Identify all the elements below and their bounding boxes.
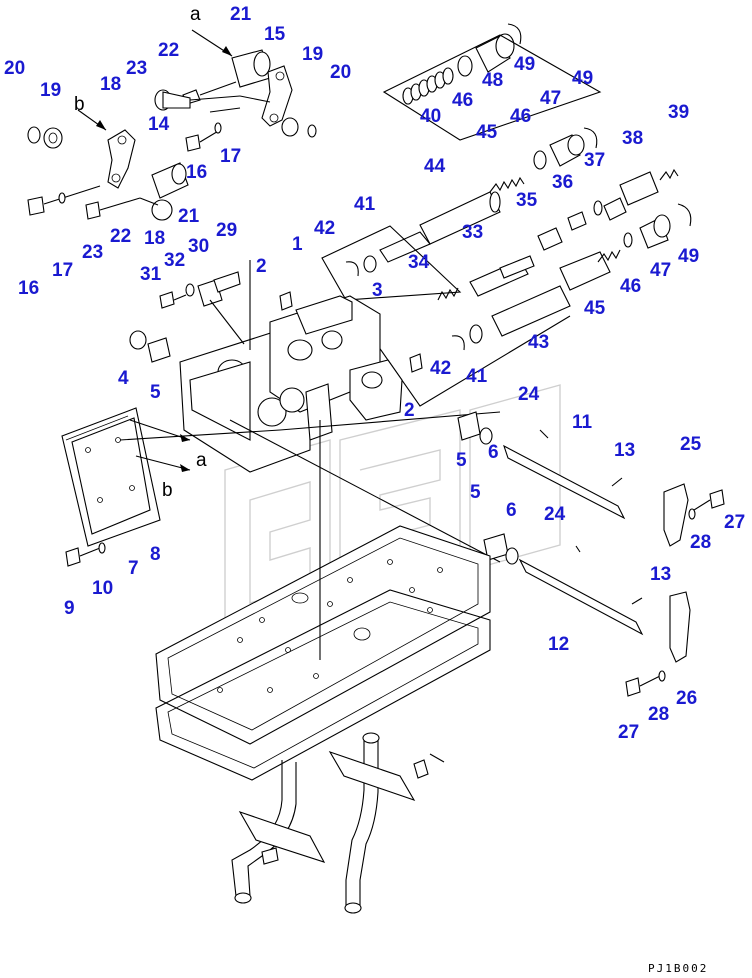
callout: 19 [302, 44, 323, 65]
callout: 45 [584, 298, 606, 319]
callout: 1 [292, 234, 303, 255]
callout: 11 [572, 412, 593, 433]
callout: 3 [372, 280, 383, 301]
callout: a [196, 450, 207, 471]
callout: 33 [462, 222, 483, 243]
callout: 49 [678, 246, 699, 267]
callout: 5 [150, 382, 161, 403]
callout: 38 [622, 128, 643, 149]
callout: 12 [548, 634, 569, 655]
callout: 10 [92, 578, 113, 599]
callout: 14 [148, 114, 170, 135]
callout: 18 [144, 228, 165, 249]
callout: 6 [488, 442, 499, 463]
callout: 36 [552, 172, 573, 193]
callout: 28 [648, 704, 669, 725]
callout: 21 [178, 206, 200, 227]
callout: 34 [408, 252, 430, 273]
callout: a [190, 4, 201, 25]
drawing-code: PJ1B002 [648, 962, 708, 975]
callout: 20 [330, 62, 351, 83]
callout: 17 [52, 260, 73, 281]
callout: 2 [404, 400, 415, 421]
callout: 20 [4, 58, 25, 79]
callout: 29 [216, 220, 237, 241]
callout: 46 [510, 106, 531, 127]
callout: 37 [584, 150, 605, 171]
callout: 6 [506, 500, 517, 521]
callout: 31 [140, 264, 162, 285]
callout: b [162, 480, 173, 501]
callout: 49 [572, 68, 593, 89]
callout: 27 [724, 512, 745, 533]
callout: 5 [456, 450, 467, 471]
callout: 27 [618, 722, 639, 743]
callout: 42 [314, 218, 335, 239]
callout: 25 [680, 434, 702, 455]
lever-assembly [27, 29, 317, 221]
callout: 46 [452, 90, 473, 111]
callout: 26 [676, 688, 697, 709]
callout: 45 [476, 122, 498, 143]
callout: b [74, 94, 85, 115]
callout: 28 [690, 532, 711, 553]
callout: 17 [220, 146, 241, 167]
callout: 9 [64, 598, 75, 619]
callout: 13 [614, 440, 635, 461]
callout: 42 [430, 358, 451, 379]
callout: 41 [354, 194, 376, 215]
callout: 43 [528, 332, 549, 353]
callout: 22 [158, 40, 179, 61]
callout: 2 [256, 256, 267, 277]
callout: 21 [230, 4, 252, 25]
valve-body [61, 260, 501, 567]
callout: 18 [100, 74, 121, 95]
callout: 4 [118, 368, 129, 389]
callout: 44 [424, 156, 446, 177]
callout: 35 [516, 190, 538, 211]
callout: 24 [544, 504, 566, 525]
oil-pan [155, 420, 491, 781]
callout: 15 [264, 24, 286, 45]
callout: 22 [110, 226, 131, 247]
callout: 39 [668, 102, 689, 123]
callout: 16 [186, 162, 207, 183]
callout: 8 [150, 544, 161, 565]
shaft-assembly [457, 411, 725, 697]
callout: 30 [188, 236, 209, 257]
callout: 23 [82, 242, 103, 263]
callout: 49 [514, 54, 535, 75]
callout: 40 [420, 106, 441, 127]
callout: 16 [18, 278, 39, 299]
callout: 47 [540, 88, 561, 109]
callout: 13 [650, 564, 671, 585]
callout: 48 [482, 70, 503, 91]
callout: 24 [518, 384, 540, 405]
callout: 5 [470, 482, 481, 503]
valve-spools [321, 23, 692, 407]
callout: 41 [466, 366, 488, 387]
callout: 19 [40, 80, 61, 101]
callout: 7 [128, 558, 139, 579]
callouts: 20 19 b 14 18 23 22 21 a 15 19 20 17 16 … [4, 4, 745, 743]
callout: 23 [126, 58, 147, 79]
callout: 46 [620, 276, 641, 297]
suction-pipes [231, 732, 445, 914]
callout: 32 [164, 250, 185, 271]
callout: 47 [650, 260, 671, 281]
